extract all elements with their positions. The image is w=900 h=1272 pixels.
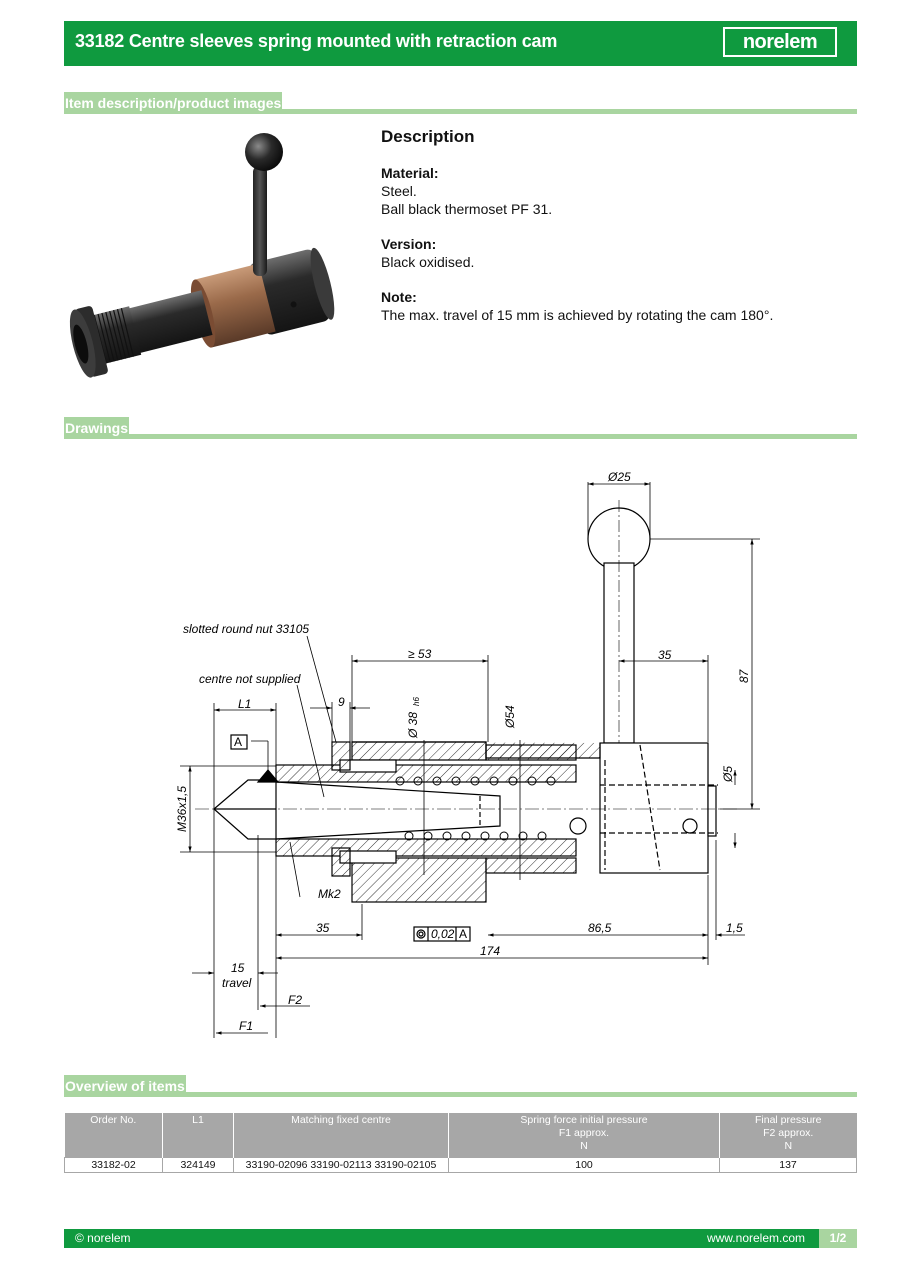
dim-d25: Ø25 (607, 470, 631, 484)
version-block: Version: Black oxidised. (381, 235, 851, 271)
dim-174: 174 (480, 944, 500, 958)
dim-h6: h6 (412, 697, 421, 706)
label-travel: travel (222, 976, 252, 990)
dim-86-5: 86,5 (588, 921, 612, 935)
table-row: 33182-02 324149 33190-02096 33190-02113 … (64, 1156, 857, 1173)
product-image (69, 133, 335, 378)
logo-text: norelem (742, 30, 818, 53)
cell-order-no: 33182-02 (64, 1156, 163, 1173)
dim-35-bottom: 35 (316, 921, 330, 935)
label-mk2: Mk2 (318, 887, 341, 901)
dim-15: 15 (231, 961, 245, 975)
cell-final-pressure: 137 (719, 1156, 857, 1173)
items-table: Order No. L1 Matching fixed centre Sprin… (64, 1113, 857, 1173)
tolerance-ref: A (459, 927, 467, 941)
label-f1: F1 (239, 1019, 253, 1033)
dim-m36: M36x1,5 (175, 786, 189, 832)
page-title: 33182 Centre sleeves spring mounted with… (75, 31, 558, 51)
label-centre-not-supplied: centre not supplied (199, 672, 301, 686)
section-overview: Overview of items (64, 1075, 857, 1097)
section-item-description: Item description/product images (64, 92, 857, 114)
dim-ge53: ≥ 53 (408, 647, 432, 661)
version-text: Black oxidised. (381, 254, 475, 270)
dim-d54: Ø54 (503, 705, 517, 729)
table-header-row: Order No. L1 Matching fixed centre Sprin… (64, 1113, 857, 1157)
dim-35-top: 35 (658, 648, 672, 662)
dim-d5: Ø5 (721, 766, 735, 783)
version-label: Version: (381, 236, 437, 252)
dim-9: 9 (338, 695, 345, 709)
note-text: The max. travel of 15 mm is achieved by … (381, 307, 774, 323)
norelem-logo: norelem (723, 27, 837, 57)
section-title-overview: Overview of items (64, 1075, 186, 1097)
label-f2: F2 (288, 993, 302, 1007)
col-order-no: Order No. (64, 1113, 163, 1157)
section-drawings: Drawings (64, 417, 857, 439)
material-block: Material: Steel. Ball black thermoset PF… (381, 164, 851, 218)
cell-l1: 324149 (162, 1156, 234, 1173)
technical-drawing: slotted round nut 33105 centre not suppl… (175, 470, 760, 1038)
section-title-drawings: Drawings (64, 417, 130, 439)
dim-87: 87 (737, 668, 751, 683)
description-title: Description (381, 127, 475, 146)
note-label: Note: (381, 289, 417, 305)
dim-l1: L1 (238, 697, 251, 711)
dim-d38: Ø 38 (406, 712, 420, 739)
cell-spring-force: 100 (448, 1156, 720, 1173)
note-block: Note: The max. travel of 15 mm is achiev… (381, 288, 851, 324)
footer-copyright: © norelem (75, 1231, 131, 1245)
cell-matching-centre: 33190-02096 33190-02113 33190-02105 (233, 1156, 449, 1173)
section-title-images: Item description/product images (64, 92, 283, 114)
header-bar: 33182 Centre sleeves spring mounted with… (64, 21, 857, 66)
col-l1: L1 (162, 1113, 234, 1157)
datum-a: A (234, 735, 242, 749)
footer-bar: © norelem www.norelem.com 1/2 (64, 1229, 857, 1248)
label-slotted-nut: slotted round nut 33105 (183, 622, 309, 636)
col-matching-centre: Matching fixed centre (233, 1113, 449, 1157)
material-label: Material: (381, 165, 439, 181)
description-block: Description Material: Steel. Ball black … (381, 128, 851, 341)
tolerance-value: 0,02 (431, 927, 455, 941)
material-line: Ball black thermoset PF 31. (381, 201, 553, 217)
page-number: 1/2 (819, 1229, 857, 1248)
material-line: Steel. (381, 183, 417, 199)
footer-website-link[interactable]: www.norelem.com (706, 1231, 805, 1245)
dim-1-5: 1,5 (726, 921, 743, 935)
